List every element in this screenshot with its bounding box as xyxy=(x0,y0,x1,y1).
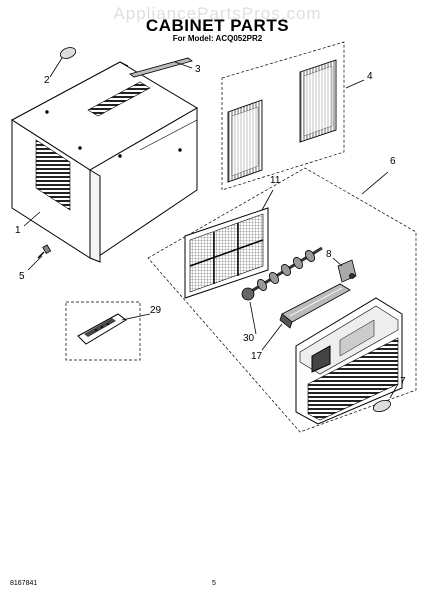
part-number-6: 6 xyxy=(390,156,396,167)
part-number-4: 4 xyxy=(367,71,373,82)
part-number-8: 8 xyxy=(326,249,332,260)
gasket xyxy=(59,47,77,59)
gasket-front xyxy=(372,399,392,413)
side-curtains-group xyxy=(221,41,345,191)
part-number-1: 1 xyxy=(15,225,21,236)
watermark: AppliancePartsPros.com xyxy=(113,4,322,23)
screw xyxy=(37,244,52,259)
air-deflector xyxy=(279,283,351,329)
louver-assembly xyxy=(241,246,323,301)
part-number-2: 2 xyxy=(44,75,50,86)
part-number-29: 29 xyxy=(150,305,162,316)
part-number-3: 3 xyxy=(195,64,201,75)
cabinet-shell xyxy=(11,61,198,263)
model-subtitle: For Model: ACQ052PR2 xyxy=(172,34,263,43)
callout-leaders xyxy=(23,57,399,399)
front-grille xyxy=(295,297,403,425)
bracket xyxy=(337,259,357,283)
air-filter xyxy=(184,207,269,299)
part-number-5: 5 xyxy=(19,271,25,282)
top-rail xyxy=(129,57,193,78)
front-assembly-group xyxy=(147,167,417,433)
remote-control-group xyxy=(65,301,141,361)
part-number-30: 30 xyxy=(243,333,255,344)
part-number-17: 17 xyxy=(251,351,263,362)
diagram-title: CABINET PARTS xyxy=(145,16,290,35)
document-number: 8167841 xyxy=(10,580,38,587)
part-number-7: 7 xyxy=(400,376,406,387)
page-number: 5 xyxy=(212,580,216,587)
part-number-11: 11 xyxy=(270,175,281,186)
